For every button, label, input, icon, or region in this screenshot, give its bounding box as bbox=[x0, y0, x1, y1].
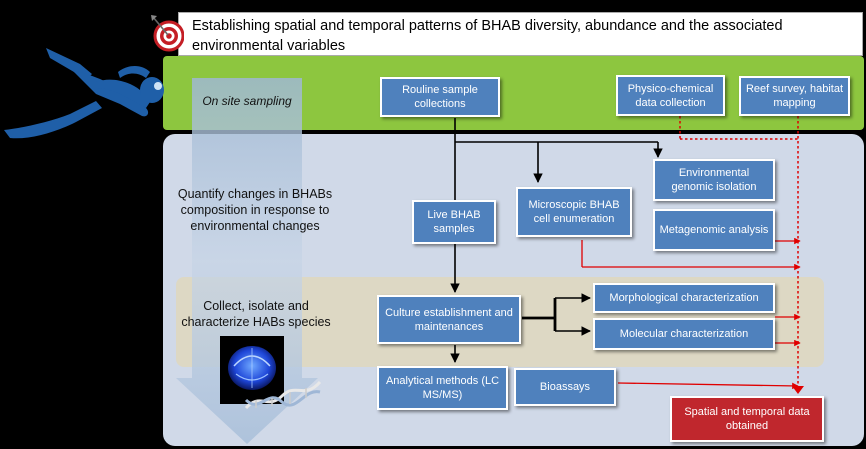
node-environmental-genomic-isolation: Environmental genomic isolation bbox=[653, 159, 775, 201]
node-reef-survey: Reef survey, habitat mapping bbox=[739, 76, 850, 116]
node-physico-chemical-data: Physico-chemical data collection bbox=[616, 75, 725, 116]
diver-icon bbox=[4, 48, 164, 139]
dna-icon bbox=[244, 380, 322, 410]
node-molecular-characterization: Molecular characterization bbox=[593, 318, 775, 350]
label-on-site-sampling: On site sampling bbox=[202, 94, 292, 108]
node-morphological-characterization: Morphological characterization bbox=[593, 283, 775, 313]
node-bioassays: Bioassays bbox=[514, 368, 616, 406]
node-analytical-methods: Analytical methods (LC MS/MS) bbox=[377, 366, 508, 410]
node-culture-establishment: Culture establishment and maintenances bbox=[377, 295, 521, 344]
node-spatial-temporal-data: Spatial and temporal data obtained bbox=[670, 396, 824, 442]
page-title: Establishing spatial and temporal patter… bbox=[178, 12, 863, 56]
node-routine-sample-collections: Rouline sample collections bbox=[380, 77, 500, 117]
node-microscopic-enumeration: Microscopic BHAB cell enumeration bbox=[516, 187, 632, 237]
jellyfish-icon bbox=[220, 336, 284, 404]
node-live-bhab-samples: Live BHAB samples bbox=[412, 200, 496, 244]
label-quantify-changes: Quantify changes in BHABs composition in… bbox=[177, 187, 333, 233]
label-collect-isolate: Collect, isolate and characterize HABs s… bbox=[181, 299, 331, 329]
node-metagenomic-analysis: Metagenomic analysis bbox=[653, 209, 775, 251]
target-icon bbox=[151, 15, 184, 52]
